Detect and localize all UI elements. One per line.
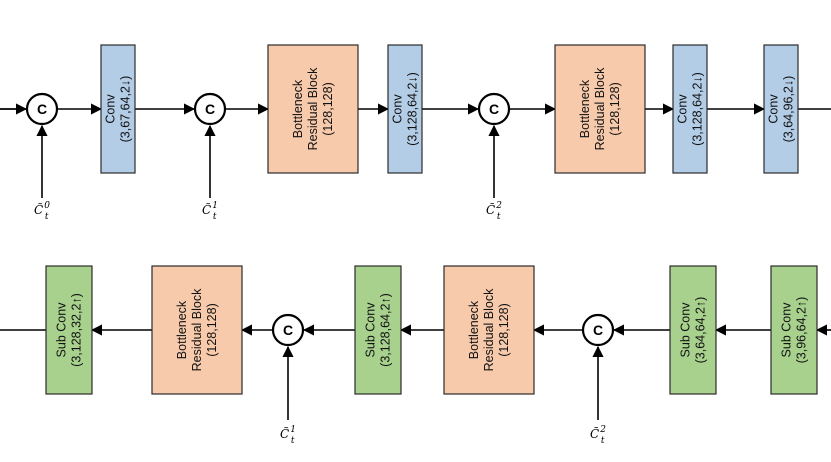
encoder-input-label-1-sub: t bbox=[45, 212, 49, 222]
decoder-subconv-block-6-label-line: (3,96,64,2↑) bbox=[795, 297, 809, 364]
arrows-layer bbox=[0, 103, 831, 420]
encoder-conv-block-5-label-line: (3,128,64,2↓) bbox=[691, 72, 705, 146]
encoder-concat-node-2-label: C bbox=[205, 101, 215, 117]
encoder-residual-block-4-box bbox=[554, 44, 646, 174]
encoder-concat-node-2: C bbox=[193, 92, 227, 126]
encoder-conv-block-3: Conv(3,128,64,2↓) bbox=[387, 44, 423, 174]
decoder-subconv-block-1-label-line: Sub Conv bbox=[55, 302, 69, 358]
decoder-subconv-block-3-label-line: (3,128,64,2↑) bbox=[379, 293, 393, 367]
decoder-residual-block-2-label-line: (128,128) bbox=[205, 303, 219, 357]
encoder-input-label-1-base: C̃ bbox=[34, 202, 43, 217]
encoder-input-label-1-sup: 0 bbox=[44, 201, 50, 211]
decoder-subconv-block-3: Sub Conv(3,128,64,2↑) bbox=[354, 265, 402, 395]
decoder-subconv-block-5-label-line: Sub Conv bbox=[679, 302, 693, 358]
decoder-concat-node-1: C bbox=[271, 313, 305, 347]
decoder-subconv-block-5-box bbox=[669, 265, 717, 395]
encoder-input-label-3-sub: t bbox=[497, 212, 501, 222]
encoder-residual-block-2-box bbox=[267, 44, 359, 174]
encoder-concat-node-3: C bbox=[477, 92, 511, 126]
encoder-conv-block-5-label-line: Conv bbox=[676, 94, 690, 124]
decoder-subconv-block-1-box bbox=[45, 265, 93, 395]
decoder-input-label-1-sub: t bbox=[291, 436, 295, 446]
encoder-residual-block-2-label-line: Bottleneck bbox=[291, 79, 305, 138]
decoder-residual-block-4-box bbox=[443, 265, 535, 395]
encoder-conv-block-6: Conv(3,64,96,2↓) bbox=[763, 44, 799, 174]
encoder-conv-block-5: Conv(3,128,64,2↓) bbox=[672, 44, 708, 174]
encoder-concat-node-3-label: C bbox=[489, 101, 499, 117]
decoder-subconv-block-3-label-line: Sub Conv bbox=[364, 302, 378, 358]
decoder-subconv-block-5-label-line: (3,64,64,2↑) bbox=[694, 297, 708, 364]
encoder-residual-block-4-label-line: Residual Block bbox=[593, 67, 607, 150]
encoder-concat-node-1-label: C bbox=[37, 101, 47, 117]
encoder-input-label-2-base: C̃ bbox=[202, 202, 211, 217]
encoder-input-label-3-base: C̃ bbox=[486, 202, 495, 217]
decoder-residual-block-4-label-line: Residual Block bbox=[482, 288, 496, 371]
decoder-concat-node-2: C bbox=[581, 313, 615, 347]
encoder-conv-block-6-box bbox=[763, 44, 799, 174]
encoder-conv-block-3-label-line: Conv bbox=[391, 94, 405, 124]
encoder-concat-node-3-circle bbox=[477, 92, 511, 126]
encoder-concat-node-1-circle bbox=[25, 92, 59, 126]
decoder-subconv-block-6-label-line: Sub Conv bbox=[780, 302, 794, 358]
encoder-conv-block-5-box bbox=[672, 44, 708, 174]
decoder-concat-node-2-label: C bbox=[593, 322, 603, 338]
encoder-residual-block-4-label-line: (128,128) bbox=[608, 82, 622, 136]
decoder-subconv-block-6-box bbox=[770, 265, 818, 395]
encoder-input-label-3-sup: 2 bbox=[495, 201, 502, 211]
encoder-conv-block-1-label-line: Conv bbox=[104, 94, 118, 124]
encoder-conv-block-3-box bbox=[387, 44, 423, 174]
encoder-conv-block-6-label-line: (3,64,96,2↓) bbox=[782, 76, 796, 143]
encoder-residual-block-4-label-line: Bottleneck bbox=[578, 79, 592, 138]
decoder-residual-block-2-box bbox=[151, 265, 243, 395]
encoder-residual-block-2-label-line: Residual Block bbox=[306, 67, 320, 150]
decoder-input-label-2-sub: t bbox=[601, 436, 605, 446]
decoder-subconv-block-3-box bbox=[354, 265, 402, 395]
decoder-residual-block-2-label-line: Residual Block bbox=[190, 288, 204, 371]
decoder-subconv-block-6: Sub Conv(3,96,64,2↑) bbox=[770, 265, 818, 395]
encoder-input-label-2-sub: t bbox=[213, 212, 217, 222]
encoder-conv-block-1: Conv(3,67,64,2↓) bbox=[100, 44, 136, 174]
decoder-subconv-block-5: Sub Conv(3,64,64,2↑) bbox=[669, 265, 717, 395]
encoder-conv-block-3-label-line: (3,128,64,2↓) bbox=[406, 72, 420, 146]
decoder-input-label-1-base: C̃ bbox=[280, 426, 289, 441]
decoder-subconv-block-1-label-line: (3,128,32,2↑) bbox=[70, 293, 84, 367]
encoder-residual-block-2-label-line: (128,128) bbox=[321, 82, 335, 136]
decoder-input-label-1-sup: 1 bbox=[290, 425, 296, 435]
decoder-concat-node-1-label: C bbox=[283, 322, 293, 338]
decoder-input-label-2-base: C̃ bbox=[590, 426, 599, 441]
encoder-input-label-2-sup: 1 bbox=[212, 201, 218, 211]
decoder-residual-block-4-label-line: Bottleneck bbox=[467, 300, 481, 359]
decoder-residual-block-4-label-line: (128,128) bbox=[497, 303, 511, 357]
decoder-concat-node-2-circle bbox=[581, 313, 615, 347]
encoder-conv-block-1-box bbox=[100, 44, 136, 174]
decoder-subconv-block-1: Sub Conv(3,128,32,2↑) bbox=[45, 265, 93, 395]
encoder-concat-node-1: C bbox=[25, 92, 59, 126]
decoder-input-label-2-sup: 2 bbox=[599, 425, 606, 435]
decoder-residual-block-2-label-line: Bottleneck bbox=[175, 300, 189, 359]
decoder-concat-node-1-circle bbox=[271, 313, 305, 347]
encoder-conv-block-6-label-line: Conv bbox=[767, 94, 781, 124]
encoder-conv-block-1-label-line: (3,67,64,2↓) bbox=[119, 76, 133, 143]
encoder-concat-node-2-circle bbox=[193, 92, 227, 126]
